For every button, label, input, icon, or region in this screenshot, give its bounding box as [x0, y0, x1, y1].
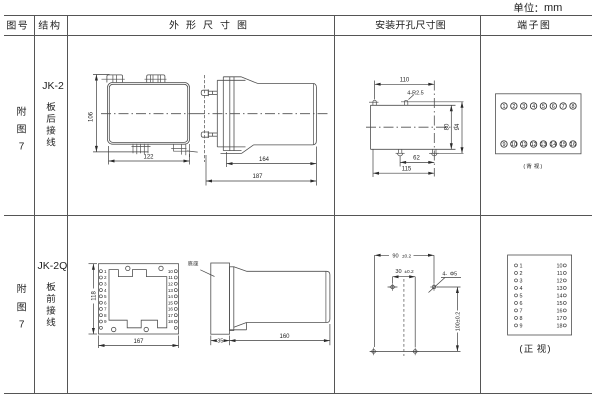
svg-text:7: 7 [562, 104, 565, 110]
svg-text:5: 5 [520, 293, 523, 299]
svg-text:30: 30 [395, 269, 401, 275]
svg-text:90: 90 [392, 254, 398, 260]
svg-text:15: 15 [560, 142, 566, 148]
svg-text:13: 13 [557, 286, 563, 292]
svg-text:164: 164 [259, 157, 270, 163]
svg-text:80: 80 [445, 123, 451, 130]
svg-text:100±0.2: 100±0.2 [455, 312, 461, 331]
svg-text:167: 167 [133, 339, 144, 345]
svg-text:4: 4 [532, 104, 535, 110]
svg-text:7: 7 [19, 141, 25, 152]
svg-text:12: 12 [557, 278, 563, 284]
svg-text:118: 118 [91, 291, 97, 301]
svg-text:4-: 4- [442, 272, 447, 278]
svg-text:14: 14 [550, 142, 556, 148]
svg-text:8: 8 [104, 313, 107, 318]
svg-text:14: 14 [557, 293, 563, 299]
svg-text:15: 15 [168, 300, 174, 305]
svg-text:122: 122 [143, 155, 154, 161]
svg-text:10: 10 [557, 263, 563, 269]
svg-text:13: 13 [540, 142, 546, 148]
svg-text:7: 7 [104, 307, 107, 312]
svg-text:4: 4 [104, 288, 107, 293]
svg-text:18: 18 [168, 319, 174, 324]
svg-text:5: 5 [542, 104, 545, 110]
svg-text:8: 8 [571, 104, 574, 110]
svg-text:16: 16 [570, 142, 576, 148]
svg-text:35: 35 [217, 339, 223, 345]
svg-text:2: 2 [104, 275, 107, 280]
svg-text:3: 3 [520, 278, 523, 284]
svg-text:1: 1 [104, 269, 107, 274]
svg-text:±0.2: ±0.2 [404, 269, 414, 275]
svg-text:±0.2: ±0.2 [402, 254, 412, 260]
svg-text:): ) [540, 164, 542, 170]
svg-text:1: 1 [520, 263, 523, 269]
svg-text:17: 17 [168, 313, 174, 318]
svg-text:6: 6 [520, 301, 523, 307]
svg-text:160: 160 [279, 334, 290, 340]
svg-text:3: 3 [104, 281, 107, 286]
svg-text:187: 187 [252, 174, 263, 180]
svg-text:): ) [547, 344, 550, 355]
svg-text:9: 9 [503, 142, 506, 148]
svg-text:11: 11 [168, 275, 173, 280]
svg-text:3: 3 [522, 104, 525, 110]
svg-text:JK-2Q: JK-2Q [38, 260, 68, 272]
svg-text:2: 2 [520, 271, 523, 277]
svg-text:106: 106 [89, 111, 95, 122]
svg-text:2: 2 [512, 104, 515, 110]
svg-text:13: 13 [168, 288, 174, 293]
svg-text:8: 8 [520, 316, 523, 322]
svg-text:4: 4 [520, 286, 523, 292]
svg-text:11: 11 [521, 142, 527, 148]
svg-text:(: ( [519, 344, 523, 355]
svg-text:16: 16 [168, 307, 174, 312]
svg-text:62: 62 [413, 156, 420, 162]
svg-text:12: 12 [531, 142, 537, 148]
svg-text:9: 9 [104, 319, 107, 324]
svg-text:7: 7 [520, 308, 523, 314]
svg-text:115: 115 [402, 167, 412, 173]
svg-text:6: 6 [104, 300, 107, 305]
svg-text:9: 9 [520, 323, 523, 329]
svg-text:16: 16 [557, 308, 563, 314]
svg-text:10: 10 [168, 269, 174, 274]
svg-text:JK-2: JK-2 [42, 80, 64, 92]
svg-text:110: 110 [400, 78, 410, 84]
svg-text:mm: mm [544, 2, 562, 14]
svg-text:15: 15 [557, 301, 563, 307]
svg-text:94: 94 [455, 123, 461, 130]
svg-text:1: 1 [503, 104, 506, 110]
svg-text:5: 5 [104, 294, 107, 299]
svg-text:6: 6 [552, 104, 555, 110]
svg-text:14: 14 [168, 294, 174, 299]
svg-text:12: 12 [168, 281, 174, 286]
svg-text:17: 17 [557, 316, 563, 322]
svg-text:7: 7 [19, 320, 25, 331]
svg-text:4-R2.5: 4-R2.5 [407, 91, 424, 97]
svg-text:18: 18 [557, 323, 563, 329]
svg-text:(: ( [523, 164, 525, 170]
svg-text:11: 11 [557, 271, 563, 277]
svg-text:10: 10 [511, 142, 517, 148]
svg-text:Φ5: Φ5 [450, 272, 457, 278]
